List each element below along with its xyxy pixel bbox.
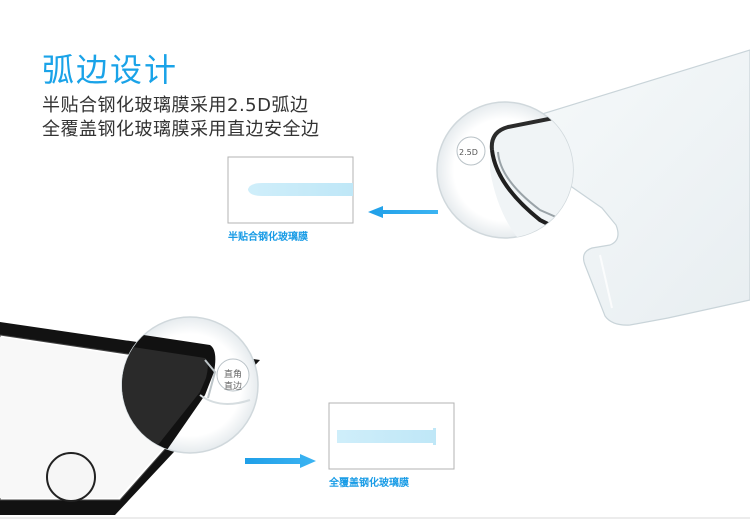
- arrow-right-icon: [245, 454, 316, 468]
- page-title: 弧边设计: [42, 51, 179, 89]
- tag-right-angle: 直角: [223, 370, 242, 380]
- tag-25d: 2.5D: [459, 148, 478, 157]
- subtitle-line-1: 半贴合钢化玻璃膜采用2.5D弧边: [42, 95, 309, 116]
- tag-straight-edge: 直边: [223, 382, 242, 392]
- label-half-fit: 半贴合钢化玻璃膜: [228, 232, 308, 243]
- magnifier-25d: [436, 101, 574, 239]
- tag-right-angle-straight-edge: 直角 直边: [222, 369, 244, 393]
- glass-protector-sheet: [488, 49, 750, 326]
- half-fit-diagram-box: [227, 156, 354, 224]
- subtitle-line-2: 全覆盖钢化玻璃膜采用直边安全边: [42, 119, 320, 140]
- label-full-cover: 全覆盖钢化玻璃膜: [329, 478, 409, 489]
- magnifier-straight-edge: [121, 316, 259, 454]
- full-cover-diagram-box: [328, 402, 455, 470]
- arrow-left-icon: [368, 206, 438, 218]
